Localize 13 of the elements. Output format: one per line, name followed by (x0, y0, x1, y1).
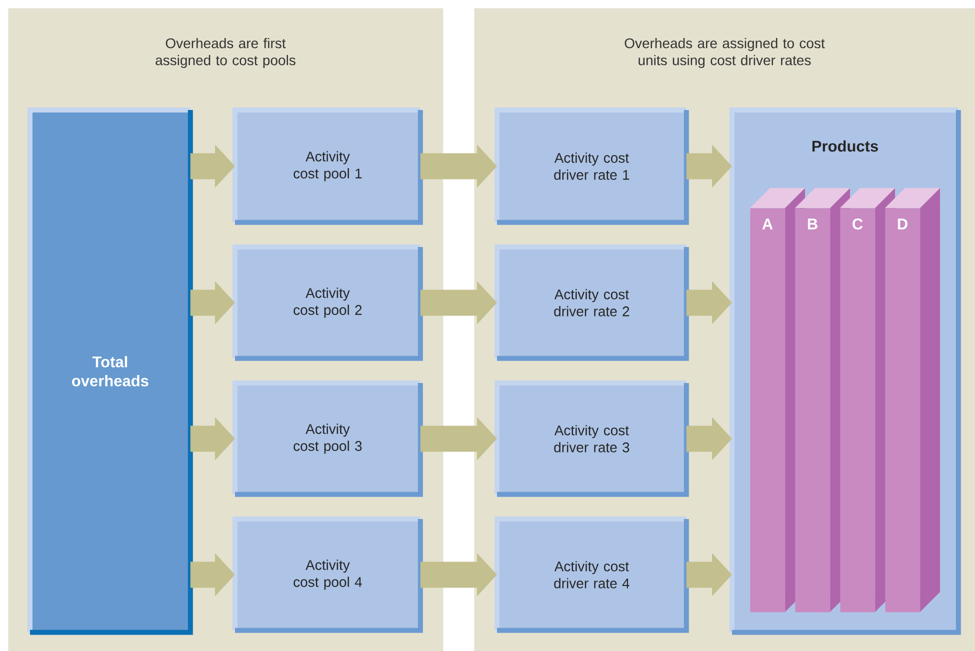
process-box: Activity cost driver rate 3 (494, 380, 689, 497)
node-label: A (762, 218, 773, 230)
process-box: Activity cost pool 3 (232, 380, 423, 497)
process-box: Activity cost pool 4 (232, 516, 423, 633)
source-box: Total overheads (28, 108, 193, 635)
process-box: Activity cost pool 2 (232, 244, 423, 361)
column-bar: D (885, 188, 940, 612)
node-label: B (808, 218, 818, 230)
process-box: Activity cost driver rate 4 (494, 516, 689, 633)
process-box: Activity cost pool 1 (232, 108, 423, 225)
process-box: Activity cost driver rate 2 (494, 244, 689, 361)
node-label: C (852, 218, 863, 230)
process-box: Activity cost driver rate 1 (494, 108, 689, 225)
